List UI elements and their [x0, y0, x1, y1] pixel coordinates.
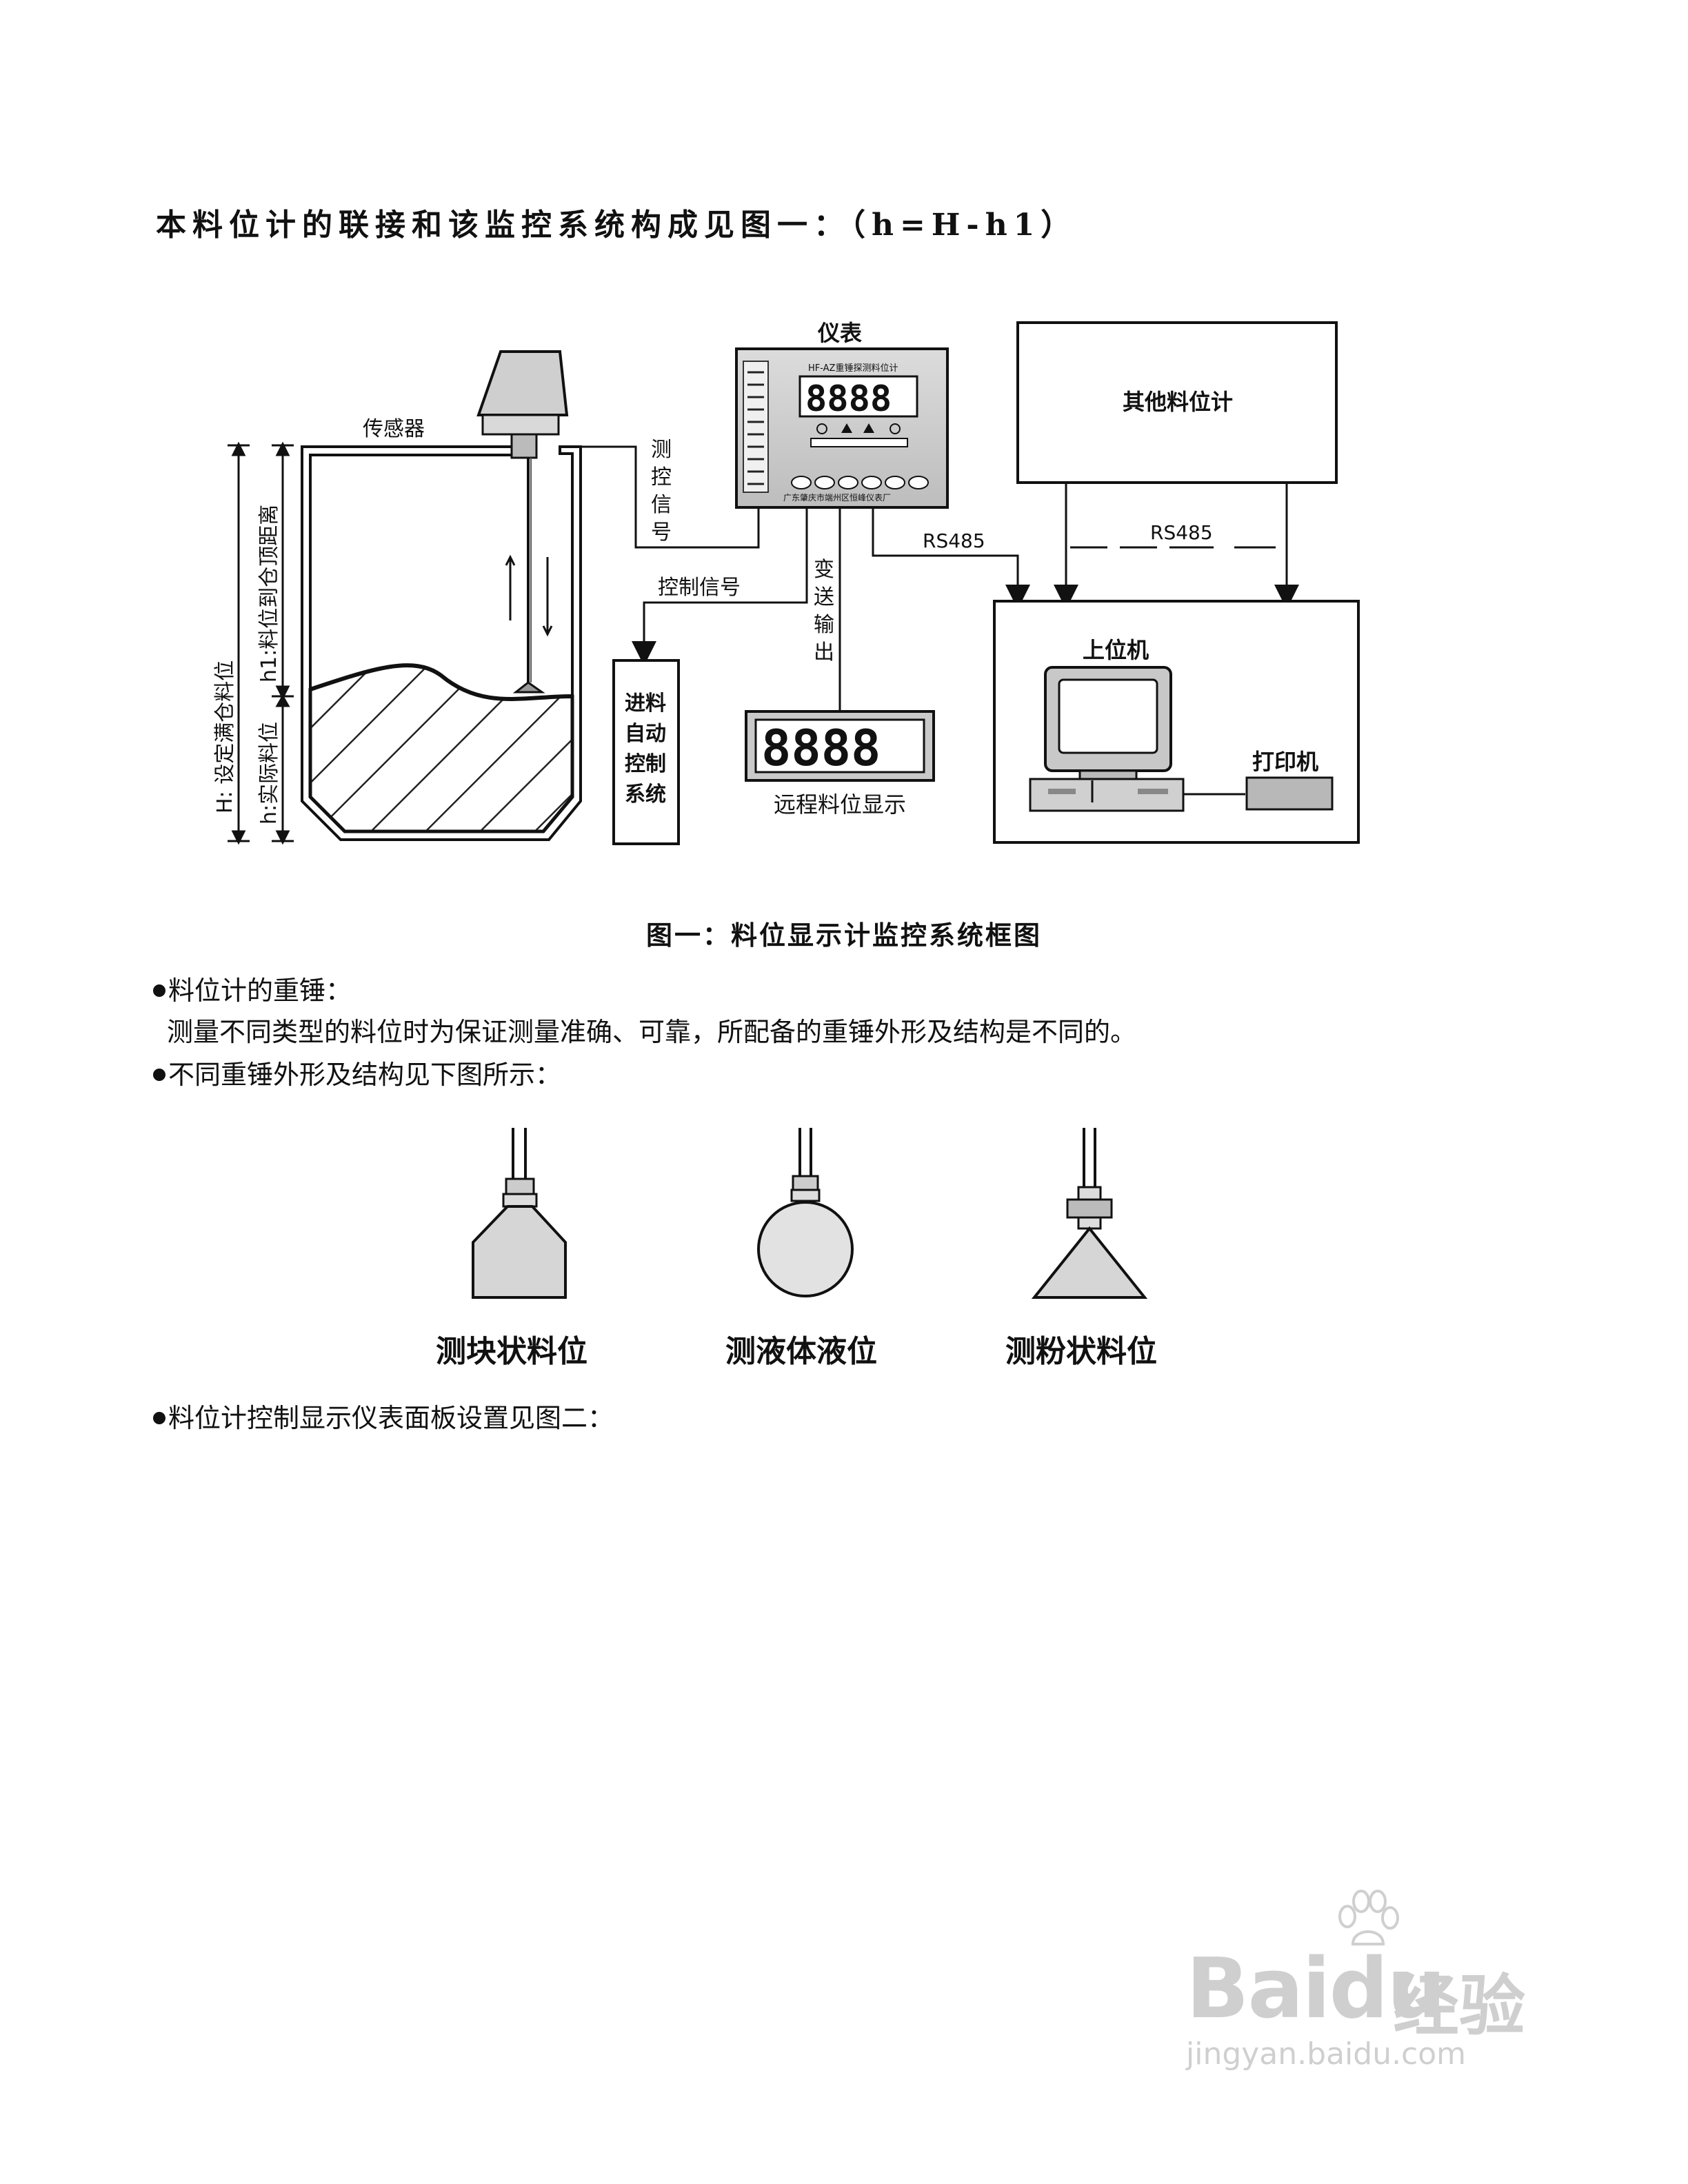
instrument-display-digits: 8888	[805, 378, 892, 420]
measure-signal-char-4: 号	[651, 520, 672, 545]
watermark-url: jingyan.baidu.com	[1186, 2036, 1467, 2072]
watermark-sub: 经验	[1393, 1968, 1525, 2045]
instrument-maker: 广东肇庆市端州区恒峰仪表厂	[783, 492, 891, 503]
section3-title: 料位计控制显示仪表面板设置见图二：	[153, 1397, 614, 1435]
rs485-label-a: RS485	[923, 529, 985, 552]
measure-signal-char-1: 测	[651, 438, 672, 462]
instrument-label: 仪表	[817, 320, 862, 346]
cone-weight-icon	[1031, 1128, 1148, 1299]
feed-system-label: 进料 自动 控制 系统	[625, 691, 673, 807]
weight-types-figure	[472, 1128, 1148, 1299]
instrument-model: HF-AZ重锤探测料位计	[808, 363, 898, 374]
remote-display-label: 远程料位显示	[774, 791, 906, 818]
bullet-icon	[153, 984, 165, 997]
ball-weight-icon	[757, 1128, 854, 1297]
bullet-icon	[153, 1411, 165, 1424]
weight-label-2: 测液体液位	[725, 1334, 877, 1369]
printer-icon	[1245, 776, 1334, 811]
rs485-label-b: RS485	[1150, 521, 1213, 544]
remote-display: 8888	[745, 710, 935, 782]
other-level-meter-box	[1016, 321, 1338, 484]
section1-body: 测量不同类型的料位时为保证测量准确、可靠，所配备的重锤外形及结构是不同的。	[167, 1017, 1137, 1047]
label-h1: h1:料位到仓顶距离	[257, 505, 281, 682]
measure-signal-label: 测 控 信 号	[651, 438, 679, 545]
section3-title-text: 料位计控制显示仪表面板设置见图二：	[168, 1403, 614, 1433]
other-level-meter-label: 其他料位计	[1123, 389, 1233, 415]
control-signal-label: 控制信号	[658, 576, 741, 600]
host-computer-label: 上位机	[1083, 637, 1149, 663]
dimension-lines	[228, 441, 294, 845]
watermark-brand: Baidu	[1186, 1941, 1446, 2037]
label-H: H: 设定满仓料位	[213, 660, 237, 813]
other-meter-lines	[1054, 483, 1299, 609]
label-h: h:实际料位	[257, 722, 281, 825]
section1-title-text: 料位计的重锤：	[168, 975, 352, 1006]
measure-signal-char-2: 控	[651, 465, 672, 489]
page-heading: 本料位计的联接和该监控系统构成见图一：（h=H-h1）	[156, 208, 1078, 243]
trapezoid-weight-icon	[472, 1128, 567, 1299]
section2-title-text: 不同重锤外形及结构见下图所示：	[168, 1060, 562, 1090]
bullet-icon	[153, 1068, 165, 1081]
control-signal-line	[632, 507, 808, 666]
section1-title: 料位计的重锤：	[153, 969, 352, 1007]
instrument-panel: HF-AZ重锤探测料位计 8888 广东肇庆市端州区恒峰仪表厂	[735, 347, 949, 509]
remote-display-digits: 8888	[761, 719, 881, 777]
silo	[301, 445, 582, 841]
paw-logo-icon	[1338, 1890, 1399, 1945]
system-block-diagram: 传感器 H: 设定满仓料位 h1:料位到仓顶距离 h:实际料位 仪表 HF-AZ…	[213, 320, 1360, 845]
section2-title: 不同重锤外形及结构见下图所示：	[153, 1053, 561, 1091]
baidu-watermark: Baidu 经验 jingyan.baidu.com	[1186, 1889, 1572, 2082]
measure-signal-line	[560, 445, 760, 549]
weight-label-3: 测粉状料位	[1005, 1334, 1157, 1369]
rs485-line-a	[872, 507, 1030, 609]
weight-label-1: 测块状料位	[436, 1334, 587, 1369]
feed-system-box	[612, 659, 680, 845]
computer-icon	[1029, 666, 1185, 812]
measure-signal-char-3: 信	[651, 493, 672, 517]
sensor-label: 传感器	[363, 417, 425, 441]
sensor	[476, 350, 569, 694]
transmit-output-label: 变 送 输 出	[814, 558, 841, 665]
printer-label: 打印机	[1252, 749, 1318, 775]
figure1-caption: 图一：料位显示计监控系统框图	[645, 920, 1042, 951]
